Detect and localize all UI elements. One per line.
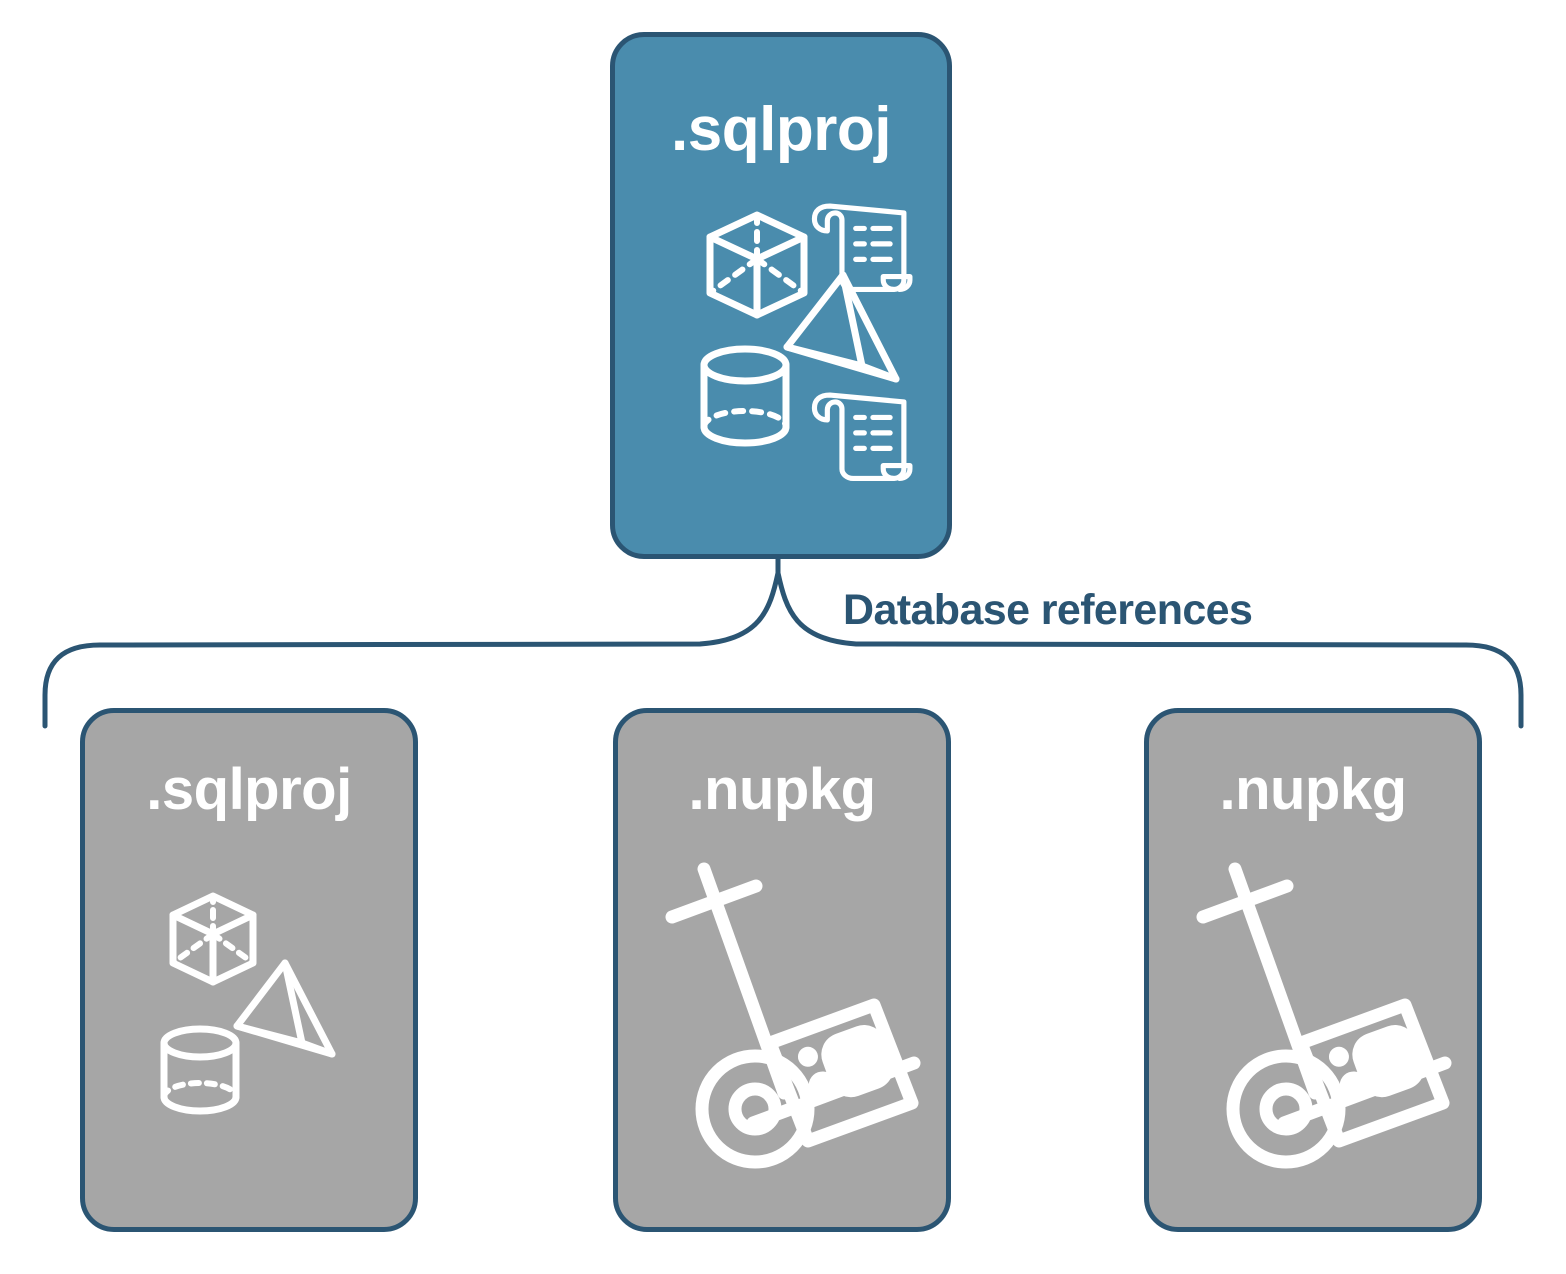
nuget-glyph-icon bbox=[797, 1025, 894, 1100]
bracket-right-endcap bbox=[1463, 642, 1524, 729]
node-reference-nupkg-2[interactable]: .nupkg bbox=[1144, 708, 1482, 1232]
cube-wireframe-icon bbox=[169, 892, 257, 986]
node-reference-nupkg-1-label: .nupkg bbox=[688, 757, 876, 822]
cube-wireframe-icon bbox=[706, 211, 808, 319]
node-reference-sqlproj-artwork bbox=[85, 853, 413, 1193]
nuget-glyph-icon bbox=[1328, 1025, 1425, 1100]
node-root-label: .sqlproj bbox=[671, 95, 891, 164]
hand-truck-package-icon bbox=[1196, 862, 1452, 1169]
reference-shapes-svg bbox=[160, 892, 336, 1115]
node-reference-nupkg-1[interactable]: .nupkg bbox=[613, 708, 951, 1232]
node-root-artwork bbox=[615, 187, 947, 482]
pyramid-wireframe-icon bbox=[783, 271, 900, 383]
hand-truck-svg-1 bbox=[665, 862, 921, 1169]
script-scroll-icon bbox=[811, 392, 913, 482]
root-shapes-svg bbox=[700, 203, 913, 482]
bracket-left-arm bbox=[97, 570, 781, 648]
bracket-label-database-references: Database references bbox=[843, 586, 1253, 634]
node-reference-nupkg-1-artwork bbox=[618, 853, 946, 1193]
node-reference-nupkg-2-artwork bbox=[1149, 853, 1477, 1193]
hand-truck-package-icon bbox=[665, 862, 921, 1169]
node-reference-sqlproj-label: .sqlproj bbox=[146, 757, 352, 822]
node-reference-nupkg-2-label: .nupkg bbox=[1219, 757, 1407, 822]
cylinder-wireframe-icon bbox=[160, 1025, 240, 1115]
bracket-left-endcap bbox=[42, 642, 103, 729]
script-scroll-icon bbox=[811, 203, 913, 293]
node-reference-sqlproj[interactable]: .sqlproj bbox=[80, 708, 418, 1232]
cylinder-wireframe-icon bbox=[700, 345, 790, 447]
node-root-sqlproj[interactable]: .sqlproj bbox=[610, 32, 952, 559]
pyramid-wireframe-icon bbox=[233, 959, 336, 1058]
hand-truck-svg-2 bbox=[1196, 862, 1452, 1169]
